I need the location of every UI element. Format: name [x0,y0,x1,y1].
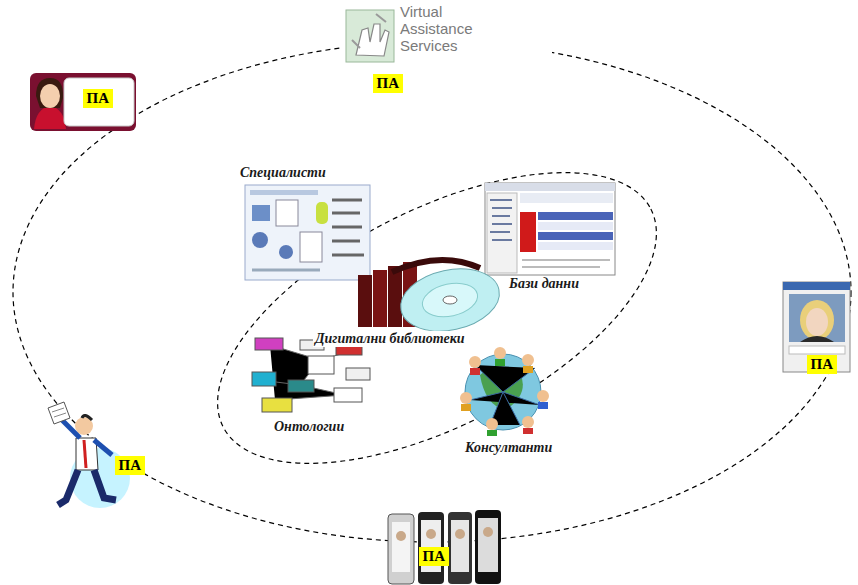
inner-orbit [174,113,700,523]
specialists-image [245,185,370,280]
assistant-window [783,282,850,372]
category-caption: Онтологии [272,419,346,435]
pa-badge: ПА [83,89,114,108]
category-caption: Специалисти [238,165,328,181]
pa-badge: ПА [373,74,404,93]
logo-text: Virtual Assistance Services [398,3,486,54]
pa-text: ПА [87,90,110,107]
database-image [485,183,615,275]
pa-text: ПА [119,457,142,474]
category-caption: Бази данни [507,276,581,292]
pa-badge: ПА [807,355,838,374]
consultants-image [460,347,549,436]
phone-icons [388,510,501,584]
outer-orbit [13,42,851,542]
pa-badge: ПА [115,456,146,475]
pa-text: ПА [811,356,834,373]
pa-text: ПА [377,75,400,92]
ontology-image [252,338,370,412]
library-image [358,260,505,340]
assistant-icon [30,73,136,131]
pa-badge: ПА [419,547,450,566]
category-caption: Дигитални библиотеки [313,331,467,347]
pa-text: ПА [423,548,446,565]
category-caption: Консултанти [463,440,554,456]
